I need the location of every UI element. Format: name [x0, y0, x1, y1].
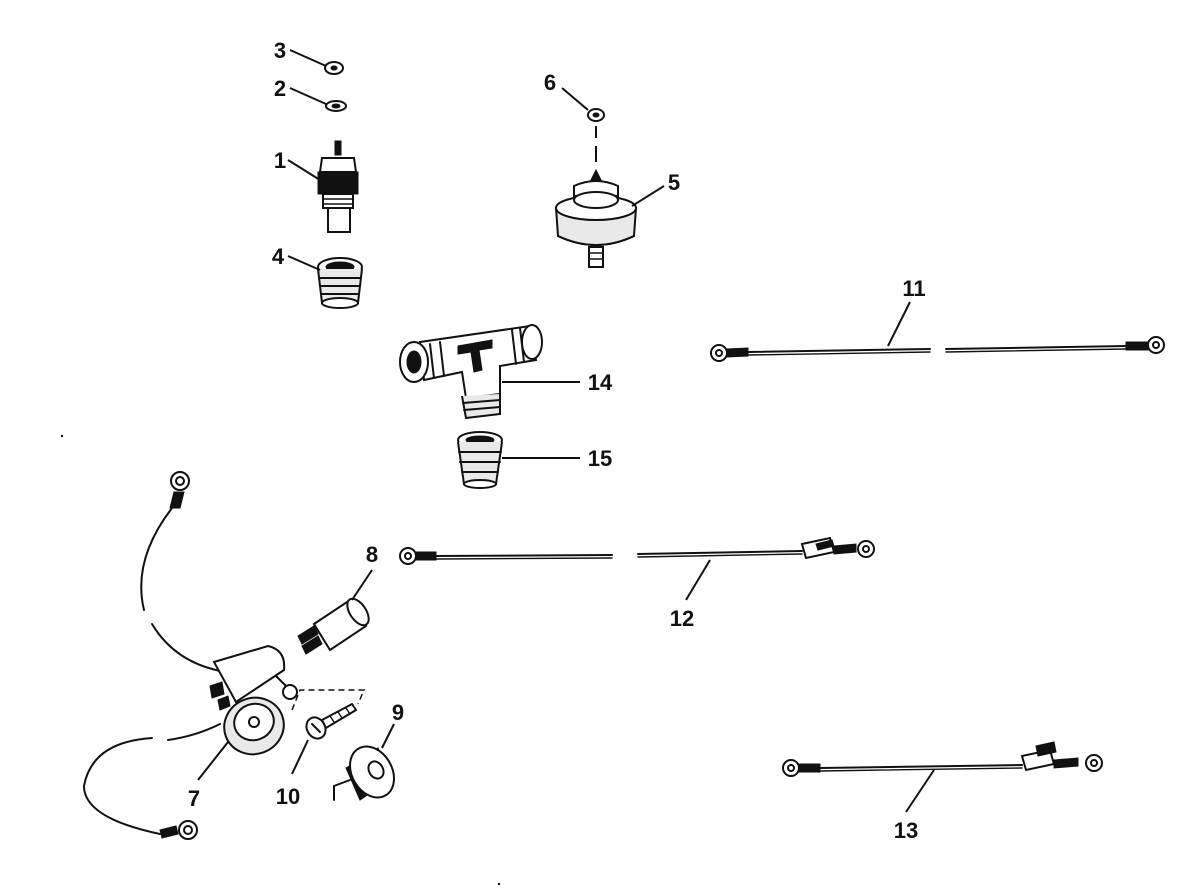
part-4-bushing [317, 257, 363, 309]
part-13-wire [782, 741, 1103, 777]
callout-5: 5 [668, 170, 680, 195]
part-5-pressure-sender [554, 168, 638, 268]
callout-2: 2 [274, 76, 286, 101]
part-11-wire [710, 336, 1165, 362]
part-8-sleeve [297, 597, 370, 655]
part-1-sender [317, 140, 359, 233]
callout-4: 4 [272, 244, 285, 269]
callout-9: 9 [392, 700, 404, 725]
part-2-washer [325, 100, 347, 112]
callout-labels: 3 2 1 4 6 5 11 14 15 8 12 9 7 10 13 [188, 38, 926, 843]
part-9-horn-cap [333, 745, 395, 801]
callout-3: 3 [274, 38, 286, 63]
leader-lines [197, 49, 935, 813]
callout-12: 12 [670, 606, 694, 631]
callout-10: 10 [276, 784, 300, 809]
callout-1: 1 [274, 148, 286, 173]
part-6-nut [587, 108, 605, 162]
part-15-bushing [457, 431, 503, 489]
callout-6: 6 [544, 70, 556, 95]
callout-13: 13 [894, 818, 918, 843]
speck [60, 434, 64, 438]
part-14-tee-fitting [399, 324, 543, 420]
speck [497, 882, 501, 886]
callout-15: 15 [588, 446, 612, 471]
callout-14: 14 [588, 370, 613, 395]
callout-7: 7 [188, 786, 200, 811]
callout-8: 8 [366, 542, 378, 567]
callout-11: 11 [902, 276, 925, 301]
part-12-wire [399, 536, 875, 565]
part-10-screw [305, 702, 358, 740]
part-7-horn-assembly [83, 471, 366, 840]
part-3-nut [324, 61, 344, 75]
